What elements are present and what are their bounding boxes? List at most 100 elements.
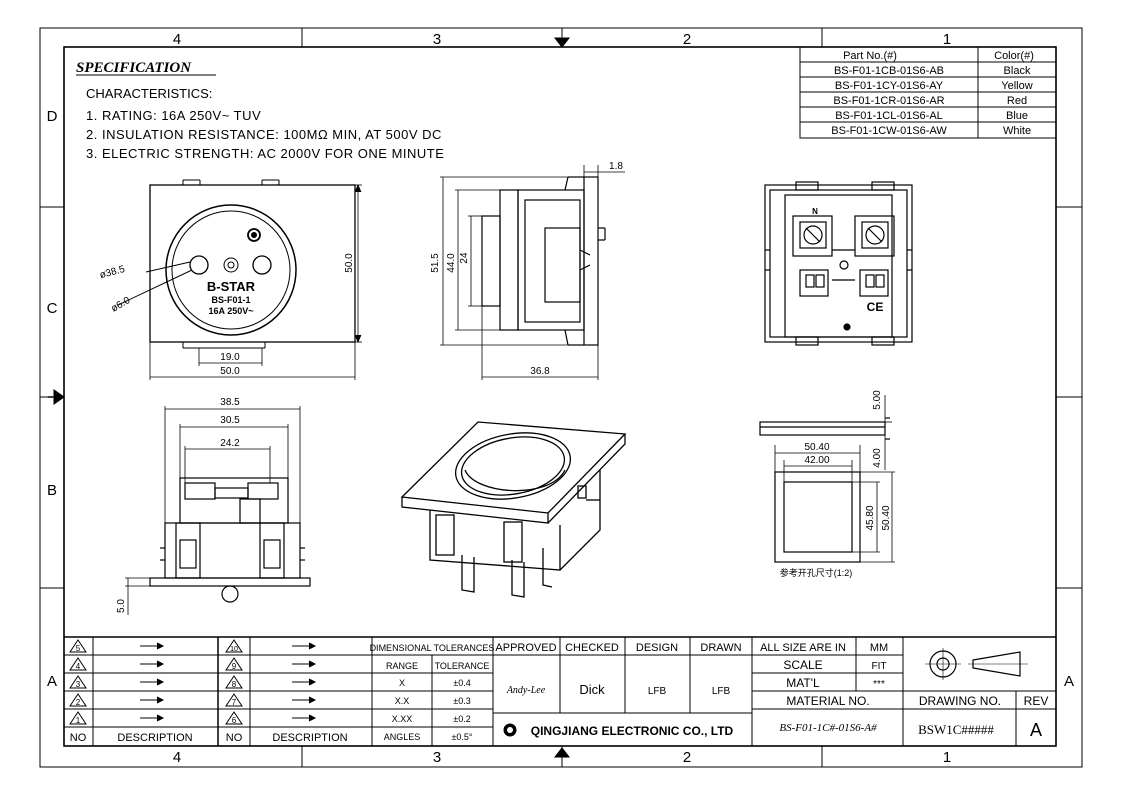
approval-header-drawn: DRAWN — [700, 642, 741, 654]
part-color-1: Black — [1004, 65, 1031, 77]
bottom-dim-30-5: 30.5 — [220, 415, 240, 426]
part-number-table: Part No.(#) Color(#) BS-F01-1CB-01S6-AB … — [799, 46, 1057, 139]
approval-header-checked: CHECKED — [565, 642, 619, 654]
rev-left-footer-desc: DESCRIPTION — [117, 732, 192, 744]
col-label-top-1: 1 — [943, 31, 951, 48]
part-no-5: BS-F01-1CW-01S6-AW — [831, 125, 947, 137]
spec-title: SPECIFICATION — [76, 60, 192, 76]
cutout-dim-4-00: 4.00 — [872, 448, 883, 468]
tol-range-2: X.X — [395, 696, 410, 706]
company-logo-icon — [503, 723, 517, 737]
meta-matl-label: MAT'L — [786, 676, 820, 690]
tolerances-col-range: RANGE — [386, 661, 418, 671]
rev-num-1: 1 — [76, 716, 81, 725]
rear-ce-mark: CE — [867, 300, 884, 314]
rev-num-3: 3 — [76, 680, 81, 689]
front-brand-label: B-STAR — [207, 279, 256, 294]
part-no-2: BS-F01-1CY-01S6-AY — [835, 80, 944, 92]
rear-n-label: N — [812, 207, 818, 216]
tol-range-3: X.XX — [392, 714, 413, 724]
rev-num-10: 10 — [230, 646, 238, 653]
row-label-a-left: A — [47, 673, 57, 690]
rev-left-footer-no: NO — [70, 732, 87, 744]
part-color-2: Yellow — [1001, 80, 1032, 92]
side-dim-51-5: 51.5 — [430, 253, 441, 273]
tol-range-4: ANGLES — [384, 732, 421, 742]
tol-value-2: ±0.3 — [453, 696, 470, 706]
tol-value-1: ±0.4 — [453, 678, 470, 688]
meta-drawing-no-label: DRAWING NO. — [919, 694, 1001, 708]
side-dim-24: 24 — [459, 252, 470, 264]
bottom-dim-38-5: 38.5 — [220, 397, 240, 408]
projection-symbol-icon — [925, 648, 1028, 680]
col-label-bottom-3: 3 — [433, 749, 441, 766]
rev-num-9: 9 — [232, 662, 237, 671]
revision-arrows — [140, 642, 317, 722]
meta-rev-label: REV — [1024, 694, 1049, 708]
front-dim-height: 50.0 — [344, 253, 355, 273]
meta-matl-value: *** — [873, 679, 885, 690]
tol-value-3: ±0.2 — [453, 714, 470, 724]
row-label-c: C — [47, 300, 58, 317]
spec-item-3: 3. ELECTRIC STRENGTH: AC 2000V FOR ONE M… — [86, 146, 444, 161]
col-label-top-2: 2 — [683, 31, 691, 48]
front-rating-label: 16A 250V~ — [209, 306, 254, 316]
meta-material-no-label: MATERIAL NO. — [786, 694, 869, 708]
side-dimensions — [440, 165, 625, 380]
row-label-a-right: A — [1064, 673, 1074, 690]
center-mark-bottom-icon — [553, 747, 571, 758]
col-label-bottom-1: 1 — [943, 749, 951, 766]
tol-range-1: X — [399, 678, 405, 688]
bottom-view — [149, 477, 311, 603]
rev-right-footer-desc: DESCRIPTION — [272, 732, 347, 744]
cutout-dim-height-inner: 45.80 — [865, 505, 876, 530]
cutout-note: 参考开孔尺寸(1:2) — [780, 567, 853, 578]
part-no-4: BS-F01-1CL-01S6-AL — [835, 110, 943, 122]
rev-num-5: 5 — [76, 644, 81, 653]
cutout-dim-5-00: 5.00 — [872, 390, 883, 410]
col-label-top-4: 4 — [173, 31, 181, 48]
spec-characteristics: CHARACTERISTICS: — [86, 86, 212, 101]
title-block — [64, 636, 1056, 746]
col-label-top-3: 3 — [433, 31, 441, 48]
rev-num-4: 4 — [76, 662, 81, 671]
front-dim-dia-outer: ø38.5 — [99, 264, 127, 281]
isometric-view — [400, 421, 627, 598]
meta-scale-label: SCALE — [783, 658, 822, 672]
company-name: QINGJIANG ELECTRONIC CO., LTD — [531, 724, 734, 738]
rev-num-7: 7 — [232, 698, 237, 707]
part-color-4: Blue — [1006, 110, 1028, 122]
outer-border — [39, 27, 1083, 768]
spec-item-1: 1. RATING: 16A 250V~ TUV — [86, 108, 261, 123]
tolerances-col-tolerance: TOLERANCE — [435, 661, 490, 671]
part-color-5: White — [1003, 125, 1031, 137]
cutout-dim-height-outer: 50.40 — [881, 505, 892, 530]
row-label-b: B — [47, 482, 57, 499]
rev-right-footer-no: NO — [226, 732, 243, 744]
meta-material-no-value: BS-F01-1C#-01S6-A# — [779, 722, 877, 734]
panel-cutout — [759, 417, 890, 563]
approval-drawn-value: LFB — [712, 686, 731, 697]
part-color-3: Red — [1007, 95, 1027, 107]
front-dim-dia-pin: ø6.0 — [109, 295, 132, 315]
side-dim-depth: 36.8 — [530, 366, 550, 377]
front-dim-pins: 19.0 — [220, 352, 240, 363]
side-view — [481, 176, 606, 346]
front-dimensions — [149, 183, 362, 380]
bottom-dim-5-0: 5.0 — [116, 599, 127, 613]
cutout-dimensions — [774, 395, 895, 563]
front-dim-width: 50.0 — [220, 366, 240, 377]
tol-value-4: ±0.5° — [451, 732, 472, 742]
approval-checked-value: Dick — [579, 682, 605, 697]
meta-scale-value: FIT — [872, 661, 887, 672]
rev-num-2: 2 — [76, 698, 81, 707]
parts-header-color: Color(#) — [994, 50, 1034, 62]
parts-header-part-no: Part No.(#) — [843, 50, 897, 62]
bottom-dim-24-2: 24.2 — [220, 438, 240, 449]
rev-num-8: 8 — [232, 680, 237, 689]
side-dim-44-0: 44.0 — [446, 253, 457, 273]
col-label-bottom-2: 2 — [683, 749, 691, 766]
front-view — [117, 179, 356, 349]
rev-num-6: 6 — [232, 716, 237, 725]
